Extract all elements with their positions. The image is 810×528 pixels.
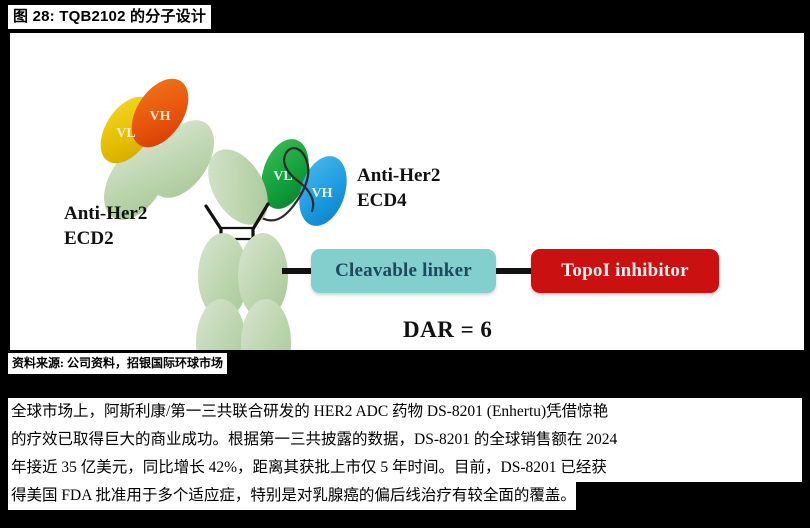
vh-left-domain — [131, 78, 189, 148]
label-anti-her2-ecd2-text: Anti-Her2 ECD2 — [64, 203, 148, 249]
body-paragraph: 全球市场上，阿斯利康/第一三共联合研发的 HER2 ADC 药物 DS-8201… — [8, 398, 802, 510]
ch2-right-domain — [238, 233, 288, 319]
label-dar: DAR = 6 — [403, 317, 493, 342]
label-anti-her2-ecd4-text: Anti-Her2 ECD4 — [357, 165, 441, 211]
antibody-diagram: VL VH VL VH — [10, 33, 804, 350]
topo1-inhibitor-box: TopoI inhibitor — [531, 249, 719, 293]
antibody-schematic-svg: VL VH VL VH — [100, 78, 531, 350]
cleavable-linker-label: Cleavable linker — [335, 260, 472, 281]
fc-region — [196, 233, 291, 350]
label-anti-her2-ecd4: Anti-Her2 ECD4 — [357, 163, 440, 213]
ch3-left-domain — [196, 299, 246, 350]
label-anti-her2-ecd2: Anti-Her2 ECD2 — [64, 201, 147, 251]
vl-right-domain — [261, 139, 309, 209]
ch3-right-domain — [241, 299, 291, 350]
topo1-inhibitor-label: TopoI inhibitor — [561, 260, 689, 281]
body-line: 的疗效已取得巨大的商业成功。根据第一三共披露的数据，DS-8201 的全球销售额… — [8, 426, 802, 454]
body-line: 全球市场上，阿斯利康/第一三共联合研发的 HER2 ADC 药物 DS-8201… — [8, 398, 802, 426]
figure-source: 资料来源: 公司资料，招银国际环球市场 — [8, 353, 227, 374]
right-scfv: VL VH — [260, 139, 347, 226]
body-line: 年接近 35 亿美元，同比增长 42%，距离其获批上市仅 5 年时间。目前，DS… — [8, 454, 802, 482]
body-line: 得美国 FDA 批准用于多个适应症，特别是对乳腺癌的偏后线治疗有较全面的覆盖。 — [8, 482, 576, 510]
scfv-peptide-linker — [260, 147, 315, 222]
figure-panel: VL VH VL VH — [8, 33, 804, 350]
ch2-left-domain — [198, 233, 248, 319]
right-fab-arm — [208, 149, 268, 225]
vl-right-label: VL — [273, 169, 292, 184]
vh-right-label: VH — [312, 186, 333, 201]
figure-title: 图 28: TQB2102 的分子设计 — [8, 5, 212, 29]
left-scfv: VL VH — [100, 78, 189, 164]
cleavable-linker-box: Cleavable linker — [311, 249, 496, 293]
vl-left-label: VL — [116, 126, 135, 141]
vh-left-label: VH — [150, 109, 171, 124]
vh-right-domain — [299, 156, 347, 226]
right-ch1-domain — [208, 149, 268, 225]
